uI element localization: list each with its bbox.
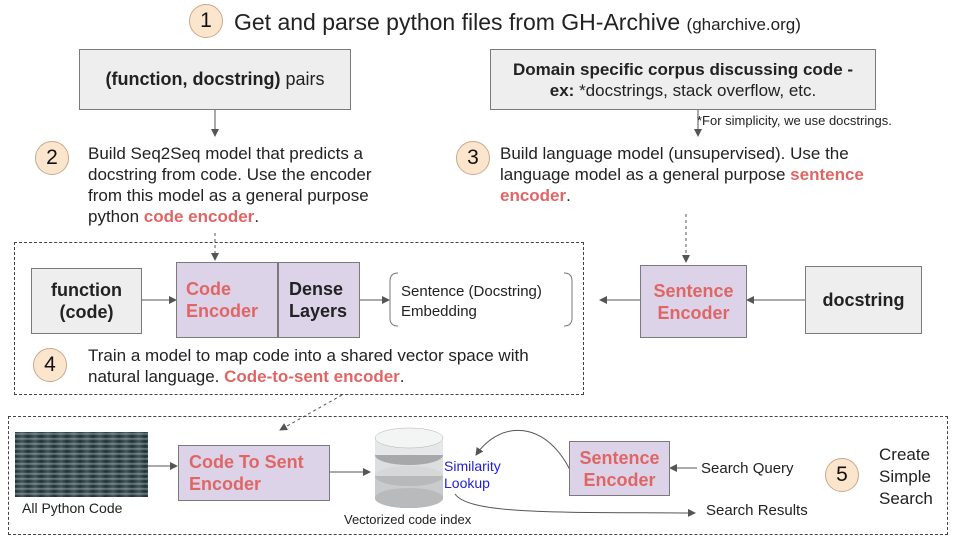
arrow-lookup-to-results — [454, 493, 696, 517]
embedding-label: Sentence (Docstring) Embedding — [401, 283, 542, 320]
step-2-text: Build Seq2Seq model that predicts a docs… — [88, 144, 372, 226]
pairs-box-rest: pairs — [280, 69, 325, 89]
domain-corpus-box: Domain specific corpus discussing code -… — [490, 49, 876, 110]
sentence-encoder-bottom-box: Sentence Encoder — [569, 441, 670, 496]
step-1-title-text: Get and parse python files from GH-Archi… — [234, 9, 681, 35]
pairs-box-bold: (function, docstring) — [105, 69, 281, 89]
vectorized-index-label: Vectorized code index — [344, 512, 472, 527]
step-2-highlight: code encoder — [143, 207, 255, 226]
step-4-badge: 4 — [33, 348, 67, 382]
embedding-bracket-left — [389, 272, 399, 327]
corpus-box-line2: *docstrings, stack overflow, etc. — [574, 80, 817, 100]
step-2-description: Build Seq2Seq model that predicts a docs… — [88, 143, 406, 227]
docstring-box: docstring — [805, 266, 922, 334]
code-to-sent-encoder-box: Code To Sent Encoder — [178, 445, 330, 501]
corpus-box-line1: Domain specific corpus discussing code - — [512, 59, 854, 79]
step-4-description: Train a model to map code into a shared … — [88, 345, 548, 387]
step-5-label: Create Simple Search — [879, 445, 933, 508]
function-code-box: function (code) — [31, 268, 142, 334]
database-icon — [374, 427, 444, 508]
search-results-label: Search Results — [706, 502, 808, 519]
step-4-highlight: Code-to-sent encoder — [224, 367, 400, 386]
code-encoder-box: Code Encoder — [176, 262, 278, 338]
step-4-tail: . — [399, 367, 405, 386]
step-3-badge: 3 — [456, 141, 490, 175]
step-5-region — [8, 416, 948, 535]
step-1-source: (gharchive.org) — [686, 15, 801, 34]
step-1-title: Get and parse python files from GH-Archi… — [234, 8, 801, 39]
footnote: *For simplicity, we use docstrings. — [697, 113, 892, 128]
step-3-description: Build language model (unsupervised). Use… — [500, 143, 900, 206]
step-3-text: Build language model (unsupervised). Use… — [500, 144, 849, 184]
function-docstring-pairs-box: (function, docstring) pairs — [79, 49, 351, 110]
all-python-code-label: All Python Code — [22, 500, 123, 516]
dense-layers-box: Dense Layers — [278, 262, 360, 338]
step-2-badge: 2 — [35, 141, 69, 175]
step-3-highlight: sentence encoder — [500, 165, 864, 205]
python-code-image — [15, 432, 148, 497]
corpus-box-ex: ex: — [549, 80, 575, 100]
step-2-tail: . — [254, 207, 260, 226]
step-4-region — [14, 242, 584, 395]
step-3-tail: . — [566, 186, 571, 205]
arrow-encoder-to-lookup — [475, 430, 571, 471]
similarity-lookup-label: Similarity Lookup — [444, 458, 501, 491]
sentence-encoder-top-box: Sentence Encoder — [640, 265, 747, 338]
step-1-badge: 1 — [189, 4, 223, 38]
step-5-badge: 5 — [825, 458, 859, 492]
embedding-bracket-right — [563, 272, 573, 327]
search-query-label: Search Query — [701, 460, 794, 477]
step-4-text: Train a model to map code into a shared … — [88, 346, 529, 386]
